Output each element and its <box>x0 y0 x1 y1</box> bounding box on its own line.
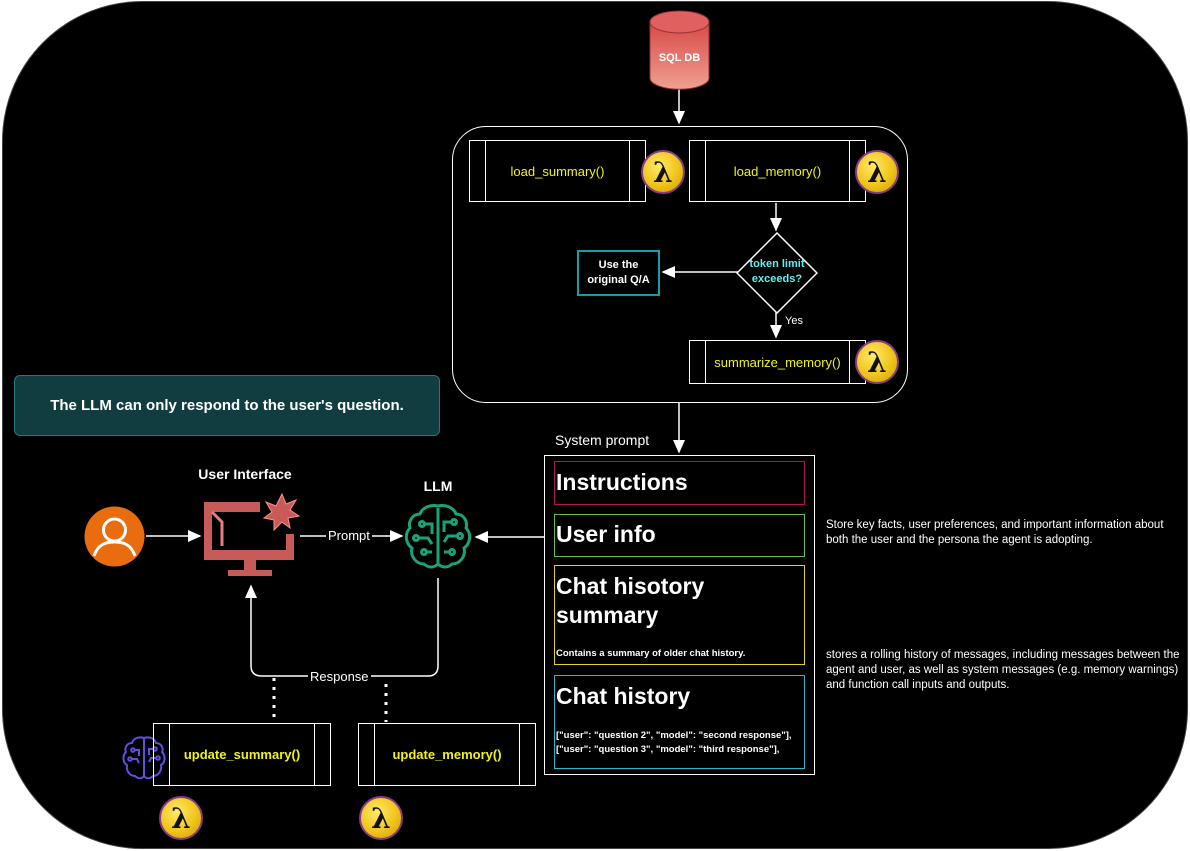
update-memory-label: update_memory() <box>392 747 502 762</box>
user-interface-label: User Interface <box>198 466 292 482</box>
monitor-icon <box>200 490 301 584</box>
history-line: ["user": "question 2", "model": "second … <box>556 730 792 741</box>
update-summary-process: update_summary() <box>153 723 331 786</box>
load-memory-process: load_memory() <box>689 140 866 202</box>
instructions-section: Instructions <box>554 461 805 505</box>
user-info-note: Store key facts, user preferences, and i… <box>826 519 1164 546</box>
system-prompt-label: System prompt <box>555 432 650 448</box>
history-note: stores a rolling history of messages, in… <box>826 649 1180 691</box>
summary-body: Contains a summary of older chat history… <box>556 648 746 659</box>
alert-burst-icon <box>262 492 301 532</box>
lambda-icon: λ <box>641 150 685 194</box>
token-limit-decision: token limit exceeds? <box>735 231 819 315</box>
banner-text: The LLM can only respond to the user's q… <box>50 397 404 414</box>
llm-label: LLM <box>423 478 453 494</box>
summarize-memory-process: summarize_memory() <box>689 340 866 384</box>
load-memory-label: load_memory() <box>733 163 822 179</box>
original-qa-box: Use the original Q/A <box>577 250 660 296</box>
database-icon <box>649 10 710 90</box>
edge-response <box>245 578 439 677</box>
load-summary-process: load_summary() <box>469 140 646 202</box>
llm-constraint-banner: The LLM can only respond to the user's q… <box>14 375 440 436</box>
sql-db-cylinder: SQL DB <box>649 10 710 90</box>
history-line: ["user": "question 3", "model": "third r… <box>556 744 780 755</box>
instructions-title: Instructions <box>556 469 688 495</box>
prompt-edge-label: Prompt <box>326 528 372 543</box>
lambda-icon: λ <box>855 340 899 384</box>
update-summary-label: update_summary() <box>183 747 301 762</box>
lambda-icon: λ <box>159 796 203 840</box>
update-memory-process: update_memory() <box>358 723 536 786</box>
user-info-section: User info <box>554 514 805 557</box>
sql-db-label: SQL DB <box>658 52 701 64</box>
memory-loader-group <box>452 126 908 403</box>
user-info-title: User info <box>556 521 656 547</box>
decision-label: token limit exceeds? <box>749 258 805 285</box>
lambda-icon: λ <box>359 796 403 840</box>
system-prompt-container <box>544 455 815 775</box>
summary-section: Chat hisotory summary Contains a summary… <box>554 565 805 665</box>
yes-label: Yes <box>785 315 803 327</box>
summarize-memory-label: summarize_memory() <box>714 354 841 370</box>
lambda-icon: λ <box>855 150 899 194</box>
decision-diamond <box>735 231 819 315</box>
load-summary-label: load_summary() <box>510 163 605 179</box>
history-section: Chat history ["user": "question 2", "mod… <box>554 675 805 769</box>
llm-brain-icon <box>404 502 472 570</box>
history-title: Chat history <box>556 683 691 709</box>
user-icon <box>84 506 145 567</box>
response-edge-label: Response <box>308 669 371 684</box>
original-qa-label: Use the original Q/A <box>587 259 650 286</box>
summary-title: Chat hisotory summary <box>556 573 705 628</box>
